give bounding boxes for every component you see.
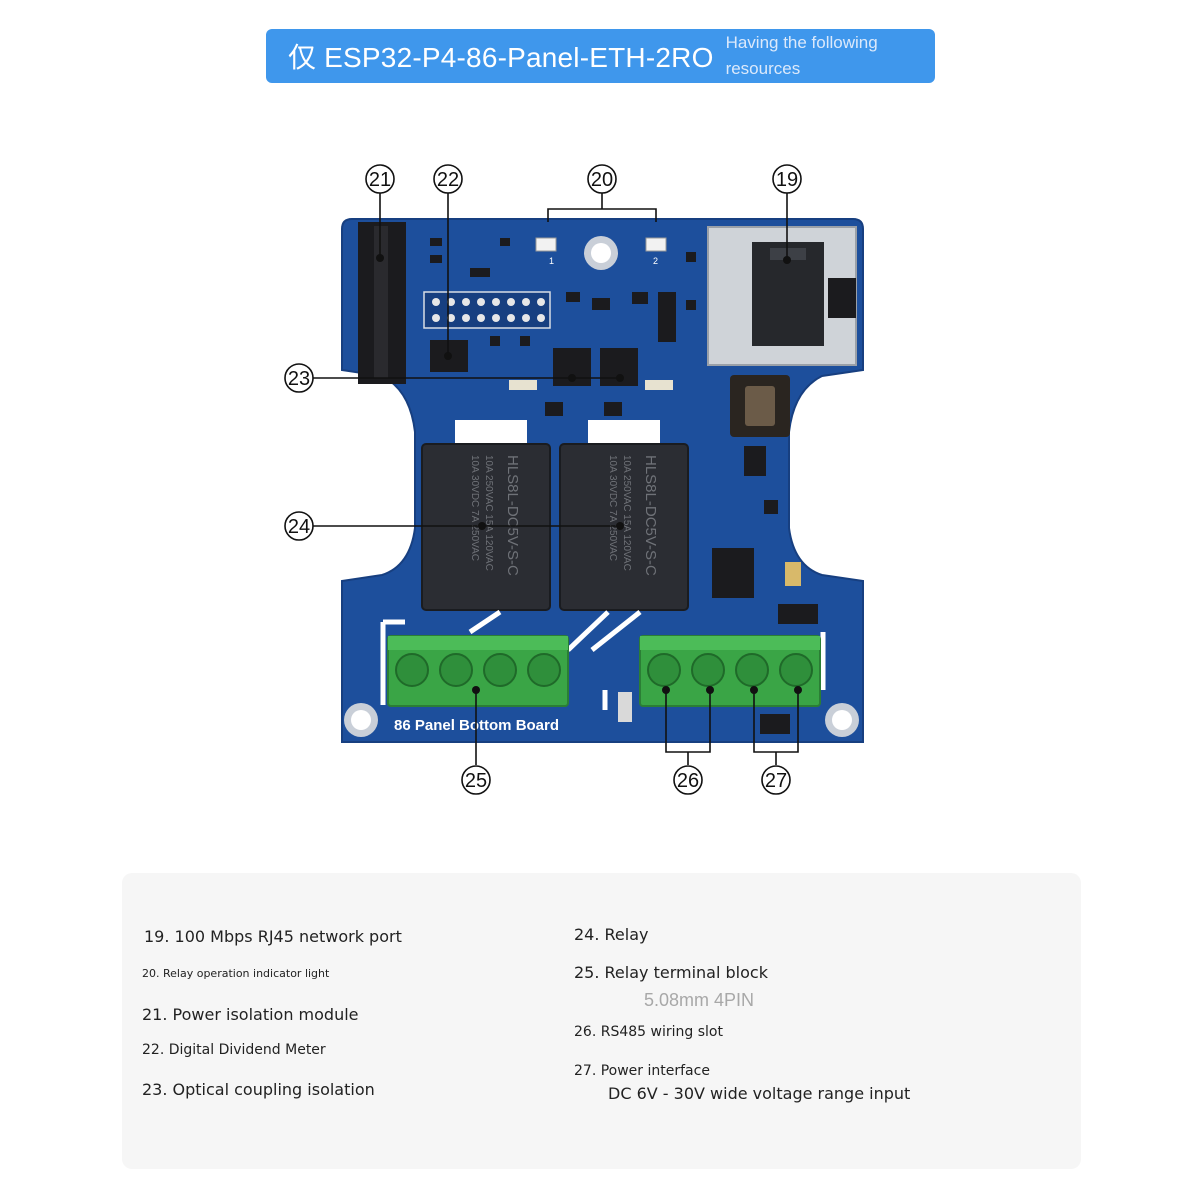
- relay-2-rating-1: 10A 250VAC 15A 120VAC: [621, 455, 632, 571]
- product-title: 仅 ESP32-P4-86-Panel-ETH-2RO: [288, 42, 714, 73]
- rs485-chip: [712, 548, 754, 598]
- callout-23: 23: [284, 363, 314, 393]
- rj45-port: [707, 226, 857, 366]
- callout-22: 22: [433, 164, 463, 194]
- header-subtitle: Having the following resources: [726, 30, 916, 82]
- legend-item-19: 19. 100 Mbps RJ45 network port: [144, 927, 402, 946]
- callout-20: 20: [587, 164, 617, 194]
- callout-25: 25: [461, 765, 491, 795]
- mounting-hole: [584, 236, 618, 270]
- svg-text:25: 25: [465, 770, 487, 792]
- svg-text:21: 21: [369, 169, 391, 191]
- callout-27: 27: [761, 765, 791, 795]
- relay-2-model: HLS8L-DC5V-S-C: [642, 455, 659, 576]
- callout-dots: [376, 254, 802, 694]
- board-diagram: 1 2 HLS8L-DC5V-S-C 10A 250VAC 15A 120VAC: [284, 164, 864, 795]
- svg-text:20: 20: [591, 169, 613, 191]
- relay-1-rating-1: 10A 250VAC 15A 120VAC: [483, 455, 494, 571]
- svg-text:24: 24: [288, 516, 310, 538]
- relay-1: HLS8L-DC5V-S-C 10A 250VAC 15A 120VAC 10A…: [421, 443, 551, 611]
- legend-item-22: 22. Digital Dividend Meter: [142, 1042, 326, 1058]
- relay-2: HLS8L-DC5V-S-C 10A 250VAC 15A 120VAC 10A…: [559, 443, 689, 611]
- legend-item-25-detail: 5.08mm 4PIN: [644, 990, 755, 1010]
- svg-text:27: 27: [765, 770, 787, 792]
- legend-item-27-detail: DC 6V - 30V wide voltage range input: [608, 1084, 911, 1103]
- pin-header: [423, 291, 551, 329]
- legend-item-24: 24. Relay: [574, 925, 649, 944]
- legend-item-21: 21. Power isolation module: [142, 1005, 359, 1024]
- relay-1-rating-2: 10A 30VDC 7A 250VAC: [469, 455, 480, 561]
- svg-text:19: 19: [776, 169, 798, 191]
- svg-text:22: 22: [437, 169, 459, 191]
- callout-24: 24: [284, 511, 314, 541]
- inductor: [730, 375, 790, 437]
- relay-led-2: [645, 237, 667, 252]
- relay-2-rating-2: 10A 30VDC 7A 250VAC: [607, 455, 618, 561]
- led-label-1: 1: [549, 256, 554, 266]
- legend-item-26: 26. RS485 wiring slot: [574, 1024, 723, 1040]
- mounting-hole: [825, 703, 859, 737]
- relay-terminal-block: [387, 635, 569, 707]
- led-label-2: 2: [653, 256, 658, 266]
- rs485-power-terminal-block: [639, 635, 821, 707]
- header-subtitle-line1: Having the following: [725, 33, 878, 52]
- callout-26: 26: [673, 765, 703, 795]
- legend-item-23: 23. Optical coupling isolation: [142, 1080, 375, 1099]
- legend-item-27: 27. Power interface: [574, 1063, 710, 1079]
- relay-1-model: HLS8L-DC5V-S-C: [504, 455, 521, 576]
- callout-21: 21: [365, 164, 395, 194]
- mounting-hole: [344, 703, 378, 737]
- relay-led-1: [535, 237, 557, 252]
- svg-text:23: 23: [288, 368, 310, 390]
- smd-components: [430, 238, 778, 514]
- legend-item-25: 25. Relay terminal block: [574, 963, 768, 982]
- header-banner: 仅 ESP32-P4-86-Panel-ETH-2RO Having the f…: [266, 29, 935, 83]
- callout-19: 19: [772, 164, 802, 194]
- svg-text:26: 26: [677, 770, 699, 792]
- legend-panel: 19. 100 Mbps RJ45 network port 20. Relay…: [122, 873, 1081, 1169]
- legend-item-20: 20. Relay operation indicator light: [142, 967, 330, 980]
- header-subtitle-line2: resources: [725, 59, 801, 78]
